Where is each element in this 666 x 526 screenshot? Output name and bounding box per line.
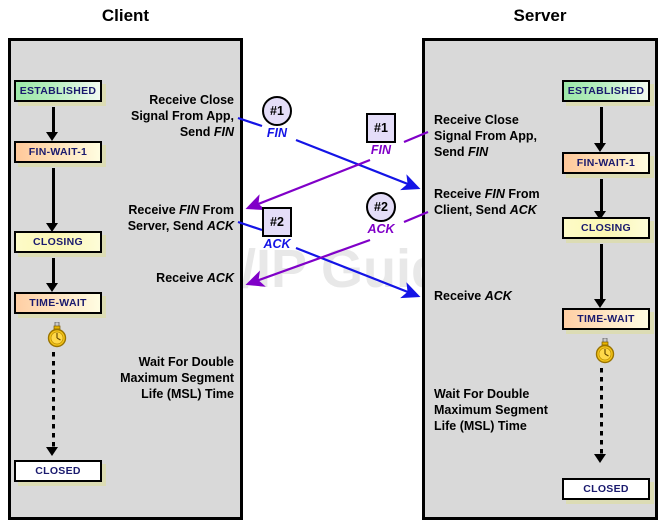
- server-wait-dotted-line: [600, 368, 603, 456]
- server-wait-arrow-head: [594, 454, 606, 463]
- server-arrow-1-line: [600, 107, 603, 145]
- marker-server-ack-label: ACK: [367, 222, 395, 236]
- client-state-closing: CLOSING: [14, 231, 102, 253]
- marker-client-ack-label: ACK: [263, 237, 291, 251]
- server-state-fin-wait-1: FIN-WAIT-1: [562, 152, 650, 174]
- marker-client-ack: #2: [262, 207, 292, 237]
- client-wait-dotted-line: [52, 352, 55, 449]
- server-state-time-wait: TIME-WAIT: [562, 308, 650, 330]
- marker-client-fin: #1: [262, 96, 292, 126]
- client-fin-stub: [237, 116, 263, 128]
- client-arrow-2-line: [52, 168, 55, 225]
- marker-server-ack: #2: [366, 192, 396, 222]
- server-panel: [422, 38, 658, 520]
- server-event-receive-ack: Receive ACK: [434, 289, 512, 303]
- client-event-receive-ack: Receive ACK: [156, 271, 234, 285]
- marker-server-fin: #1: [366, 113, 396, 143]
- client-arrow-2-head: [46, 223, 58, 232]
- client-arrow-3-head: [46, 283, 58, 292]
- client-title: Client: [101, 6, 150, 25]
- client-arrow-1-line: [52, 107, 55, 134]
- server-state-established: ESTABLISHED: [562, 80, 650, 102]
- server-fin-stub: [403, 130, 429, 144]
- client-state-time-wait: TIME-WAIT: [14, 292, 102, 314]
- server-fin-arrow: [245, 158, 371, 211]
- client-state-established: ESTABLISHED: [14, 80, 102, 102]
- client-ack-arrow: [295, 246, 421, 299]
- server-ack-arrow: [245, 238, 371, 287]
- server-ack-stub: [403, 210, 429, 224]
- server-state-closed: CLOSED: [562, 478, 650, 500]
- server-timer-icon: [595, 338, 615, 364]
- server-arrow-2-head: [594, 211, 606, 220]
- server-arrow-2-line: [600, 179, 603, 213]
- server-state-closing: CLOSING: [562, 217, 650, 239]
- client-ack-stub: [237, 220, 263, 232]
- client-state-closed: CLOSED: [14, 460, 102, 482]
- client-arrow-3-line: [52, 258, 55, 285]
- server-title: Server: [513, 6, 567, 25]
- client-timer-icon: [47, 322, 67, 348]
- marker-client-fin-label: FIN: [266, 126, 288, 140]
- server-arrow-1-head: [594, 143, 606, 152]
- server-arrow-3-head: [594, 299, 606, 308]
- client-arrow-1-head: [46, 132, 58, 141]
- client-panel: [8, 38, 243, 520]
- server-arrow-3-line: [600, 244, 603, 301]
- client-state-fin-wait-1: FIN-WAIT-1: [14, 141, 102, 163]
- client-wait-arrow-head: [46, 447, 58, 456]
- marker-server-fin-label: FIN: [370, 143, 392, 157]
